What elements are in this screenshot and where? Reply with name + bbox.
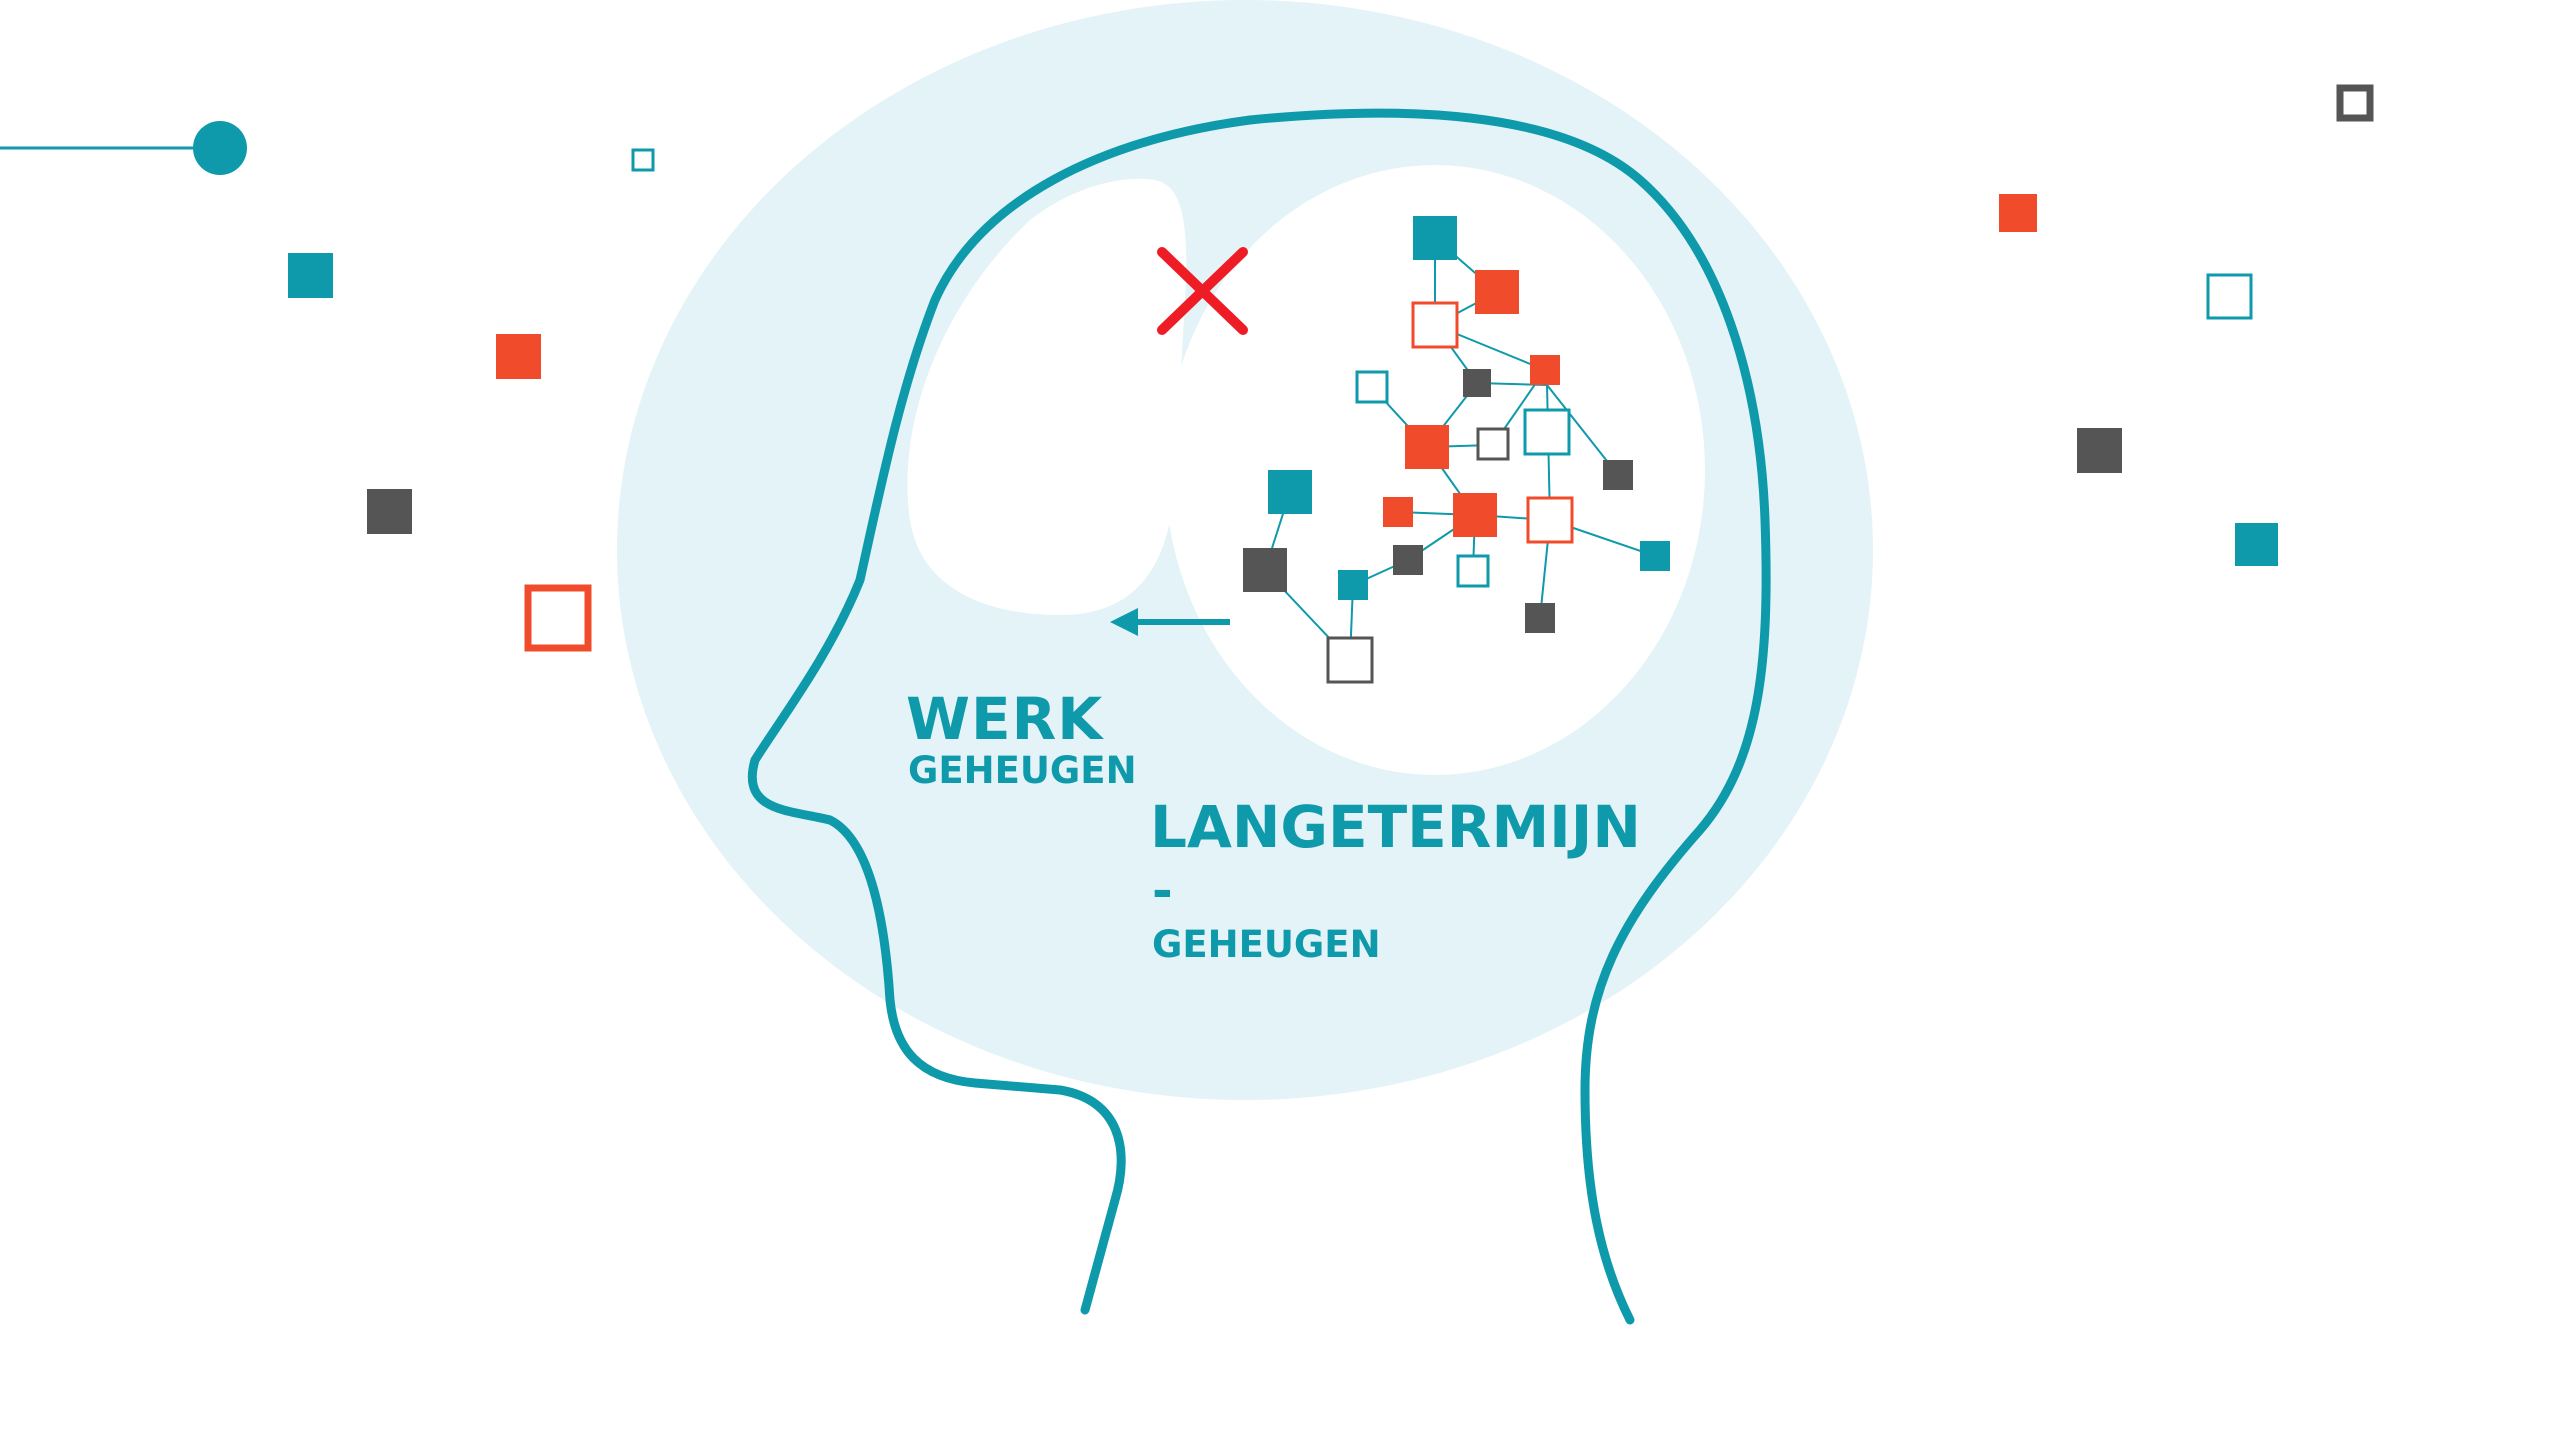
network-node xyxy=(1243,548,1287,592)
network-node xyxy=(1640,541,1670,571)
long-term-memory-title: LANGETERMIJN xyxy=(1150,793,1641,861)
network-node xyxy=(1338,570,1368,600)
decor-square xyxy=(631,148,655,172)
network-node xyxy=(1413,216,1457,260)
network-node xyxy=(1268,470,1312,514)
network-node xyxy=(1453,493,1497,537)
decor-square xyxy=(367,489,412,534)
network-node xyxy=(1525,603,1555,633)
network-node xyxy=(1326,636,1374,684)
long-term-memory-dash: - xyxy=(1152,862,1173,920)
network-node xyxy=(1456,554,1490,588)
working-memory-subtitle: GEHEUGEN xyxy=(908,749,1137,792)
network-node xyxy=(1405,425,1449,469)
working-memory-title: WERK xyxy=(906,685,1104,753)
network-node xyxy=(1603,460,1633,490)
network-node xyxy=(1393,545,1423,575)
head-profile-icon xyxy=(747,108,1771,1325)
network-node xyxy=(1411,301,1459,349)
decor-square xyxy=(496,334,541,379)
network-node xyxy=(1383,497,1413,527)
network-node xyxy=(1523,408,1571,456)
knowledge-network-nodes xyxy=(1243,216,1670,684)
network-node xyxy=(1530,355,1560,385)
decor-square xyxy=(524,584,592,652)
decor-square xyxy=(2336,84,2374,122)
decor-square xyxy=(2206,273,2253,320)
decor-square xyxy=(2235,523,2278,566)
network-node xyxy=(1475,270,1519,314)
cross-icon xyxy=(1157,247,1248,335)
long-term-memory-region xyxy=(1165,165,1705,775)
arrow-left-icon xyxy=(1110,608,1230,636)
network-node xyxy=(1355,370,1389,404)
decor-square xyxy=(1999,194,2037,232)
long-term-memory-subtitle: GEHEUGEN xyxy=(1152,923,1381,966)
network-node xyxy=(1476,427,1510,461)
working-memory-region xyxy=(907,178,1187,615)
network-node xyxy=(1463,369,1491,397)
decor-square xyxy=(2077,428,2122,473)
timeline-dot xyxy=(193,121,247,175)
decor-square xyxy=(288,253,333,298)
network-node xyxy=(1526,496,1574,544)
